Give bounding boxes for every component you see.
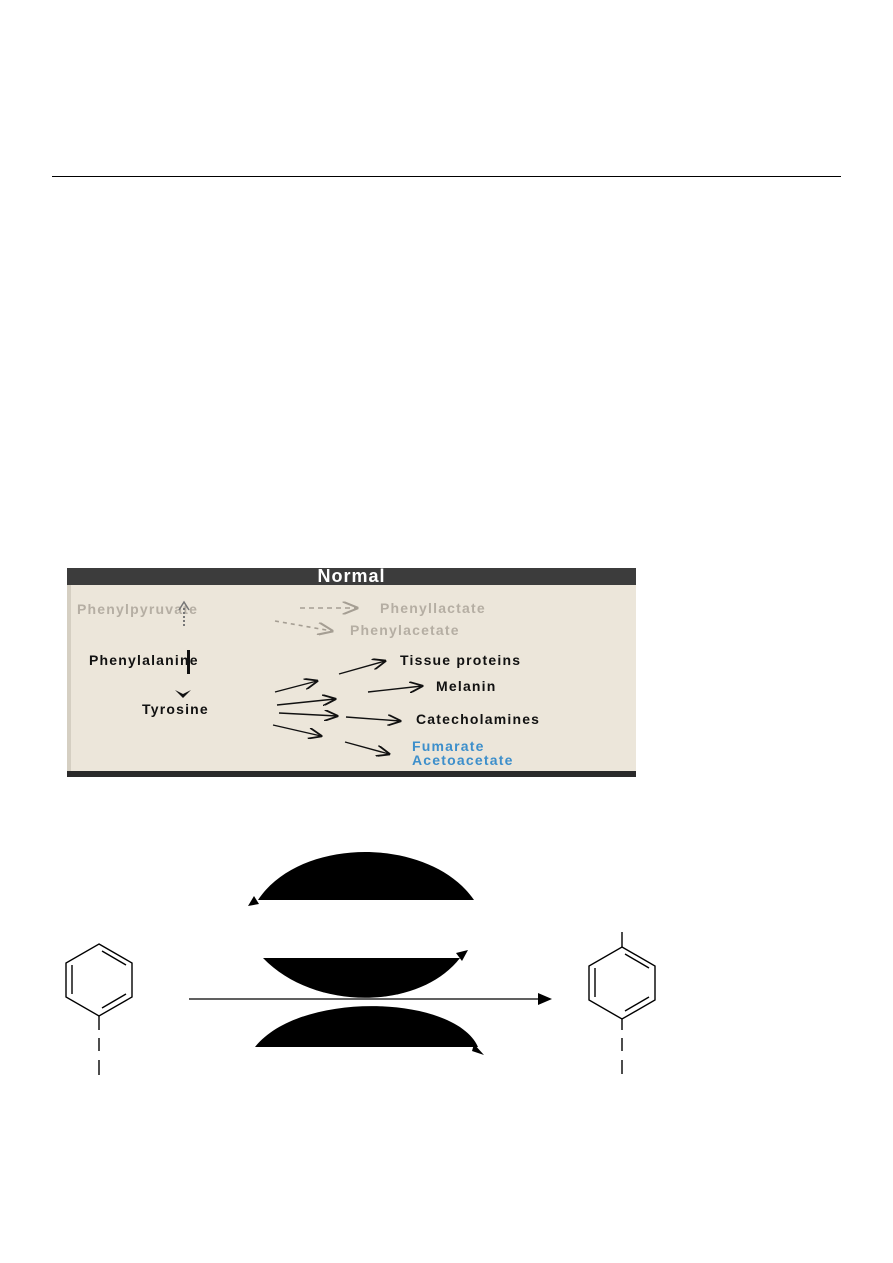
figure-edge [67, 585, 71, 771]
pathway-figure: Normal Phenylpyruvate Phenyllactate Phen… [67, 568, 636, 777]
reaction-drawing [65, 852, 656, 1075]
label-phenyllactate: Phenyllactate [380, 600, 486, 616]
label-tyrosine: Tyrosine [142, 701, 209, 717]
arrowhead-up [178, 600, 190, 611]
label-tissue-proteins: Tissue proteins [400, 652, 522, 668]
label-phenylacetate: Phenylacetate [350, 622, 460, 638]
arc-middle-arrowhead [456, 950, 468, 961]
arrow-to-fumarate [344, 741, 389, 754]
label-fumarate: Fumarate [412, 738, 485, 754]
horizontal-rule [52, 176, 841, 177]
arrow-to-phenylacetate [274, 620, 332, 631]
label-phenylalanine: Phenylalanine [89, 652, 199, 668]
arrow-to-catecholamines [345, 717, 400, 721]
left-benzene-ring [65, 943, 133, 1075]
figure-header-bar: Normal [67, 568, 636, 586]
label-melanin: Melanin [436, 678, 497, 694]
arrow-branch-2 [276, 699, 335, 705]
arc-top-arrowhead [248, 896, 259, 906]
arrow-branch-1 [274, 681, 317, 693]
enzyme-block-bar [187, 650, 190, 674]
cofactor-arc-bottom [255, 1006, 478, 1047]
figure-footer-bar [67, 771, 636, 777]
label-acetoacetate: Acetoacetate [412, 752, 514, 768]
arc-bottom-arrowhead [472, 1044, 484, 1055]
arrow-branch-4 [272, 724, 321, 736]
arrow-to-melanin [367, 686, 422, 692]
arrow-to-tissue-proteins [338, 661, 385, 675]
label-catecholamines: Catecholamines [416, 711, 541, 727]
arrow-branch-3 [278, 713, 337, 716]
reaction-arrowhead [538, 993, 552, 1005]
arrow-to-tyrosine [175, 690, 191, 698]
cofactor-arc-top [258, 852, 474, 900]
figure-title: Normal [317, 568, 386, 586]
cofactor-arc-middle [263, 958, 460, 998]
right-benzene-ring [588, 932, 656, 1074]
label-phenylpyruvate: Phenylpyruvate [77, 601, 199, 617]
pathway-arrows [175, 600, 636, 777]
